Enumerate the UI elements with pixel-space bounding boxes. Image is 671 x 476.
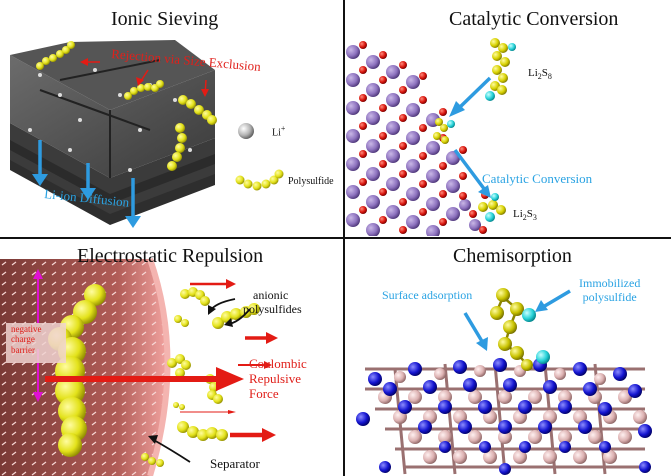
diffusion-arrows <box>38 140 135 218</box>
negative-line-2: charge <box>11 334 35 345</box>
li2s8-li: Li <box>528 67 538 79</box>
chemisorption-illustration <box>356 288 652 475</box>
polysulfide-chains-small <box>141 287 260 467</box>
polysulfide-label: Polysulfide <box>288 176 334 187</box>
coulombic-line-1: Coulombic <box>249 356 307 371</box>
li-ion-legend-icon <box>238 123 254 139</box>
li2s3-li: Li <box>513 208 523 220</box>
conversion-arrows <box>453 76 492 192</box>
chemisorption-panel: Chemisorption Surface adsorption Immobil… <box>345 239 671 476</box>
li2s8-sub2: 8 <box>547 72 552 82</box>
anionic-line-2: polysulfides <box>243 301 302 316</box>
anionic-line-1: anionic <box>253 288 289 302</box>
ionic-sieving-panel: Ionic Sieving Rejection via Size Exclusi… <box>0 0 343 236</box>
li2s8-sub1: 2 <box>537 72 542 82</box>
polysulfide-legend-icon <box>235 169 284 191</box>
coulombic-line-3: Force <box>249 385 279 401</box>
coulombic-force-label: Coulombic Repulsive Force <box>249 356 307 402</box>
li2s8-molecule <box>485 38 516 101</box>
catalytic-conversion-panel: Catalytic Conversion Li2S8 Catalytic Con… <box>345 0 671 236</box>
li2s3-molecule <box>478 193 506 222</box>
polysulfide-chains <box>36 41 217 171</box>
surface-adsorption-label: Surface adsorption <box>382 288 473 302</box>
negative-charge-barrier-label: negative charge barrier <box>11 324 42 355</box>
li2s8-s: S <box>541 67 548 79</box>
ionic-sieving-illustration <box>10 40 284 228</box>
li2s3-s: S <box>526 208 533 220</box>
adsorption-arrows <box>463 289 571 344</box>
ionic-sieving-title: Ionic Sieving <box>111 8 219 30</box>
chemisorption-title: Chemisorption <box>453 245 572 267</box>
repulsion-arrows <box>45 282 268 438</box>
electrostatic-repulsion-title: Electrostatic Repulsion <box>77 245 264 267</box>
immobilized-line-2: polysulfide <box>582 289 637 304</box>
adsorbed-polysulfide <box>490 288 550 371</box>
lattice-structure <box>345 30 495 236</box>
catalytic-lattice-illustration <box>345 30 516 236</box>
catalytic-conversion-title: Catalytic Conversion <box>449 8 619 30</box>
li2s8-label: Li2S8 <box>528 67 552 81</box>
separator-label: Separator <box>210 456 260 471</box>
coulombic-line-2: Repulsive <box>249 370 301 386</box>
li-ion-label: Li+ <box>272 124 285 139</box>
li2s3-sub2: 3 <box>532 213 537 223</box>
negative-charge-box <box>6 323 66 363</box>
li-ion-text: Li <box>272 127 281 139</box>
lattice-atoms-blue <box>356 358 652 475</box>
immobilized-polysulfide-label: Immobilized polysulfide <box>579 276 641 305</box>
electrostatic-repulsion-panel: Electrostatic Repulsion anionic polysulf… <box>0 239 343 476</box>
li2s3-label: Li2S3 <box>513 208 537 222</box>
electrostatic-illustration <box>0 258 278 476</box>
immobilized-line-1: Immobilized <box>579 276 641 290</box>
li-dots <box>28 68 192 172</box>
catalytic-conversion-label: Catalytic Conversion <box>482 171 593 186</box>
li-ion-sup: + <box>280 124 286 133</box>
anionic-polysulfides-label: anionic polysulfides <box>243 288 302 317</box>
negative-line-3: barrier <box>11 344 35 355</box>
negative-line-1: negative <box>11 324 42 334</box>
li2s3-sub1: 2 <box>522 213 527 223</box>
horizontal-divider <box>0 237 671 239</box>
